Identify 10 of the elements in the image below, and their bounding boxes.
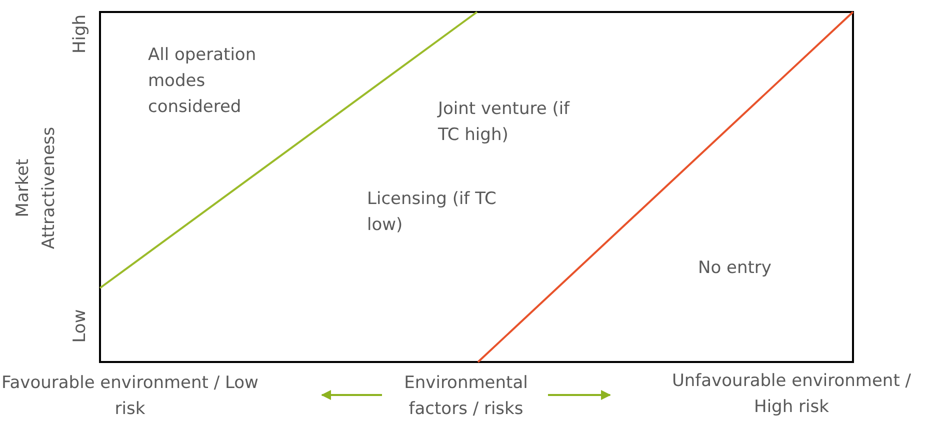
region-label: Licensing (if TC low) [367,188,497,237]
axis-title: Market Attractiveness [12,126,60,252]
axis-end-label: Favourable environment / Low risk [0,372,260,421]
region-label: Joint venture (if TC high) [438,98,571,147]
axis-title: Environmental factors / risks [403,372,529,421]
axis-label: Low [69,309,91,343]
region-label: No entry [698,257,772,280]
axis-label: High [69,14,91,54]
region-label: All operation modes considered [148,44,258,119]
axis-end-label: Unfavourable environment / High risk [670,370,912,419]
